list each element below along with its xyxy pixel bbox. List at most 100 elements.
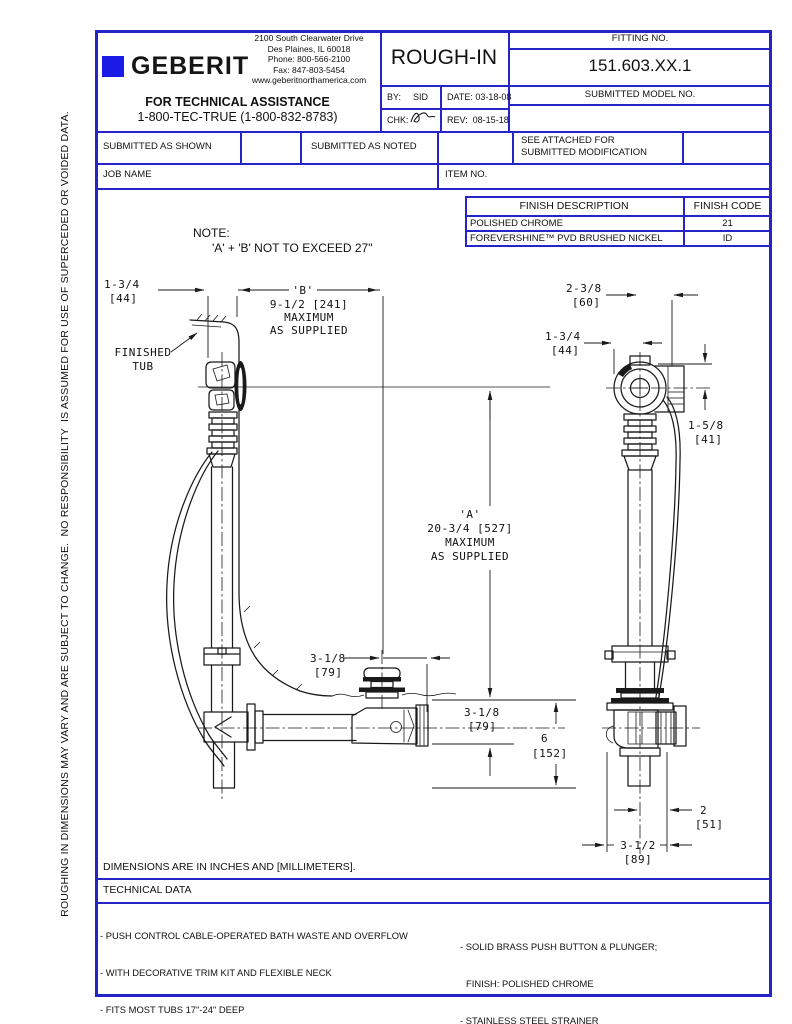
svg-text:MAXIMUM: MAXIMUM xyxy=(445,536,495,549)
svg-text:[44]: [44] xyxy=(109,292,138,305)
grid-line xyxy=(465,230,772,232)
tailpipe-left xyxy=(212,741,236,789)
grid-line xyxy=(512,131,514,163)
job-name-label: JOB NAME xyxy=(103,169,152,180)
overflow-port-upper xyxy=(212,364,231,382)
grid-line xyxy=(300,131,302,163)
tech-line: - PUSH CONTROL CABLE-OPERATED BATH WASTE… xyxy=(100,930,408,942)
dim-1-3-4-left: 1-3/4 [44] xyxy=(104,278,238,358)
finish-row-desc: FOREVERSHINE™ PVD BRUSHED NICKEL xyxy=(470,233,663,244)
overflow-trim-plate-inner xyxy=(238,367,243,405)
grid-line xyxy=(465,196,467,247)
note-body: 'A' + 'B' NOT TO EXCEED 27" xyxy=(212,241,373,255)
chk-label: CHK: xyxy=(387,115,409,125)
svg-text:[51]: [51] xyxy=(695,818,724,831)
svg-text:1-5/8: 1-5/8 xyxy=(688,419,724,432)
grid-line xyxy=(683,196,685,247)
horizontal-waste-pipe xyxy=(262,713,357,742)
svg-text:AS SUPPLIED: AS SUPPLIED xyxy=(270,324,348,337)
svg-text:3-1/8: 3-1/8 xyxy=(464,706,500,719)
svg-text:FINISHED: FINISHED xyxy=(115,346,172,359)
page-border xyxy=(95,30,772,997)
overflow-body-lower xyxy=(208,389,235,411)
company-website: www.geberitnorthamerica.com xyxy=(251,75,367,86)
dim-2-3-8: 2-3/8 [60] xyxy=(566,282,698,366)
overflow-tube-front xyxy=(627,469,653,647)
tech-line: FINISH: POLISHED CHROME xyxy=(466,978,594,990)
tub-wall xyxy=(189,319,333,697)
technical-assistance-title: FOR TECHNICAL ASSISTANCE xyxy=(145,95,330,109)
address-line: Phone: 800-566-2100 xyxy=(267,54,351,65)
submitted-model-label: SUBMITTED MODEL NO. xyxy=(584,89,696,100)
dim-3-1-8-vertical: 3-1/8 [79] xyxy=(432,699,576,776)
waste-shoe xyxy=(351,704,429,747)
item-no-label: ITEM NO. xyxy=(445,169,488,180)
dim-a: 'A' 20-3/4 [527] MAXIMUM AS SUPPLIED xyxy=(427,390,512,698)
grid-line xyxy=(380,85,772,87)
date-value: DATE: 03-18-08 xyxy=(447,92,512,102)
svg-text:[152]: [152] xyxy=(532,747,568,760)
dim-3-1-2: 3-1/2 [89] xyxy=(582,752,692,866)
grid-line xyxy=(380,30,382,131)
grid-line xyxy=(95,188,772,190)
grid-line xyxy=(508,48,772,50)
dim-3-1-8-horizontal: 3-1/8 [79] xyxy=(310,652,450,712)
see-attached-line1: SEE ATTACHED FOR xyxy=(521,135,615,146)
finish-row-code: ID xyxy=(722,233,733,244)
finish-row-desc: POLISHED CHROME xyxy=(470,218,563,229)
grid-line xyxy=(437,131,439,163)
note-title: NOTE: xyxy=(193,226,230,240)
svg-text:'A': 'A' xyxy=(459,508,480,521)
finish-row-code: 21 xyxy=(722,218,733,229)
svg-text:1-3/4: 1-3/4 xyxy=(545,330,581,343)
svg-text:3-1/2: 3-1/2 xyxy=(620,839,656,852)
overflow-pipe xyxy=(210,466,234,649)
submitted-as-noted-cell: SUBMITTED AS NOTED xyxy=(311,141,417,152)
tub-flange-inner xyxy=(191,324,222,328)
dim-1-3-4-right: 1-3/4 [44] xyxy=(545,330,662,374)
svg-text:2-3/8: 2-3/8 xyxy=(566,282,602,295)
grid-line xyxy=(95,878,772,880)
svg-text:3-1/8: 3-1/8 xyxy=(310,652,346,665)
control-cable-right xyxy=(654,396,681,704)
submitted-as-shown-cell: SUBMITTED AS SHOWN xyxy=(103,141,212,152)
grid-line xyxy=(95,163,772,165)
company-address: 2100 South Clearwater Drive Des Plaines,… xyxy=(238,33,380,86)
address-line: Des Plaines, IL 60018 xyxy=(267,43,351,54)
grid-line xyxy=(682,131,684,163)
svg-text:1-3/4: 1-3/4 xyxy=(104,278,140,291)
grid-line xyxy=(508,30,510,131)
rev-value: REV: 08-15-18 xyxy=(447,115,509,125)
overflow-pipe-lower xyxy=(210,664,234,713)
slip-nut xyxy=(246,703,264,751)
svg-text:[89]: [89] xyxy=(624,853,653,866)
grid-line xyxy=(440,85,442,131)
chk-signature xyxy=(410,112,436,123)
grid-line xyxy=(508,104,772,106)
svg-text:'B': 'B' xyxy=(292,284,313,297)
tech-line: - WITH DECORATIVE TRIM KIT AND FLEXIBLE … xyxy=(100,967,332,979)
geberit-logo-text: GEBERIT xyxy=(131,52,250,80)
finish-description-header: FINISH DESCRIPTION xyxy=(519,200,629,212)
svg-text:2: 2 xyxy=(700,804,707,817)
grid-line xyxy=(95,902,772,904)
svg-text:[41]: [41] xyxy=(694,433,723,446)
grid-line xyxy=(465,196,772,198)
technical-data-left-column: - PUSH CONTROL CABLE-OPERATED BATH WASTE… xyxy=(100,906,408,1024)
svg-text:[79]: [79] xyxy=(468,720,497,733)
overflow-body-upper xyxy=(205,361,236,389)
overflow-head-front xyxy=(613,355,685,415)
tech-line: - STAINLESS STEEL STRAINER xyxy=(460,1014,599,1024)
grid-line xyxy=(380,108,508,110)
geberit-logo-icon xyxy=(102,56,124,77)
grid-line xyxy=(465,245,772,247)
technical-drawing: 1-3/4 [44] 'B' 9-1/2 [241] MAXIMUM AS SU… xyxy=(104,278,724,866)
finished-tub-label: FINISHED TUB xyxy=(115,332,198,373)
tech-line: - SOLID BRASS PUSH BUTTON & PLUNGER; xyxy=(460,941,658,953)
technical-data-header: TECHNICAL DATA xyxy=(103,884,192,896)
tub-floor xyxy=(401,692,457,697)
margin-disclaimer: ROUGHING IN DIMENSIONS MAY VARY AND ARE … xyxy=(59,111,71,917)
tech-line: - FITS MOST TUBS 17"-24" DEEP xyxy=(100,1003,245,1015)
dim-b: 'B' 9-1/2 [241] MAXIMUM AS SUPPLIED xyxy=(238,284,384,654)
units-note: DIMENSIONS ARE IN INCHES AND [MILLIMETER… xyxy=(103,861,356,873)
